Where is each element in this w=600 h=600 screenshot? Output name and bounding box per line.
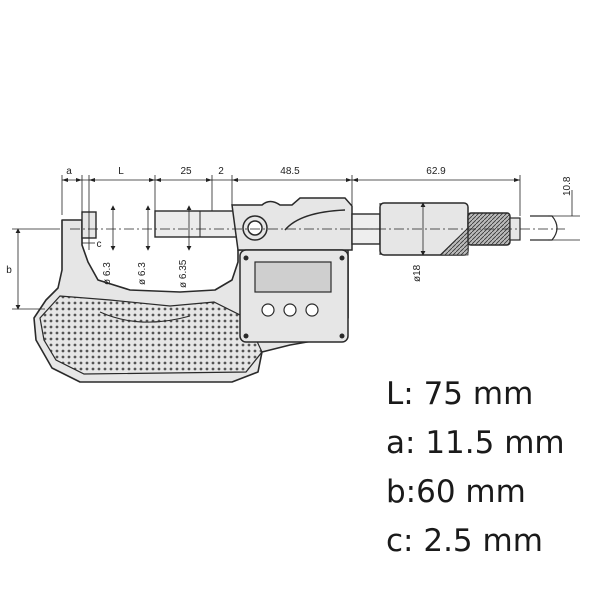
dim-L-label: L — [118, 166, 124, 177]
micrometer-head — [231, 197, 353, 251]
lcd-screen — [254, 261, 332, 293]
dim-10-8-label: 10.8 — [562, 176, 573, 196]
grip-contour — [99, 311, 191, 323]
spec-a: a: 11.5 mm — [386, 419, 565, 468]
spec-list: L: 75 mm a: 11.5 mm b:60 mm c: 2.5 mm — [386, 370, 565, 566]
spec-L-label: L: — [386, 376, 414, 412]
dim-b-label: b — [6, 265, 12, 276]
dim-48-5-label: 48.5 — [280, 166, 300, 177]
dim-25-label: 25 — [180, 166, 192, 177]
spec-b-value: 60 mm — [416, 474, 526, 510]
dim-phi-6-3-a-label: ø 6.3 — [102, 262, 113, 285]
dim-phi-6-35-label: ø 6.35 — [178, 259, 189, 288]
spec-a-value: 11.5 mm — [425, 425, 565, 461]
spec-L-value: 75 mm — [423, 376, 534, 412]
dim-phi-6-3-b-label: ø 6.3 — [137, 262, 148, 285]
ratchet-extension — [530, 215, 558, 241]
spec-c: c: 2.5 mm — [386, 517, 565, 566]
dim-2-label: 2 — [218, 166, 224, 177]
button-left-icon — [261, 303, 275, 317]
dim-62-9-label: 62.9 — [426, 166, 446, 177]
spec-a-label: a: — [386, 425, 416, 461]
spec-b-label: b: — [386, 474, 417, 510]
dim-c-label: c — [97, 239, 102, 250]
dimension-arrows — [62, 178, 520, 182]
spec-c-label: c: — [386, 523, 414, 559]
spec-c-value: 2.5 mm — [423, 523, 543, 559]
digital-display-unit — [239, 249, 349, 343]
spindle — [154, 210, 238, 238]
dim-a-label: a — [66, 166, 72, 177]
dim-phi-18-label: ø18 — [412, 264, 423, 282]
dimension-lines — [12, 175, 580, 310]
spec-L: L: 75 mm — [386, 370, 565, 419]
button-right-icon — [305, 303, 319, 317]
button-middle-icon — [283, 303, 297, 317]
spec-b: b:60 mm — [386, 468, 565, 517]
